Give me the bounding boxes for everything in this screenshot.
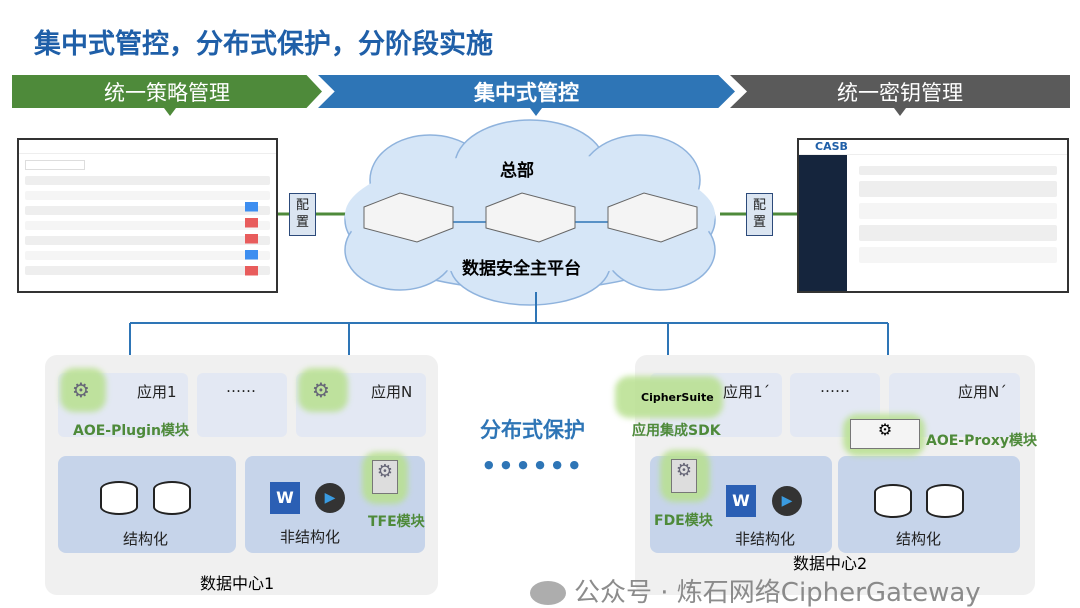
- casb-logo: CASB: [799, 140, 1067, 155]
- proxy-appliance-icon: ⚙: [850, 419, 920, 449]
- database-icon: [100, 481, 138, 515]
- video-icon: ▶: [315, 483, 345, 513]
- fde-label: FDE模块: [654, 513, 713, 529]
- distributed-protection-label: 分布式保护: [480, 418, 585, 442]
- database-icon: [874, 484, 912, 518]
- app-n-prime-label: 应用N´: [958, 383, 1007, 401]
- policy-console-screenshot: [17, 138, 278, 293]
- data-center-1-label: 数据中心1: [200, 574, 275, 593]
- app-n-label: 应用N: [371, 383, 413, 401]
- app-more-label: ……: [820, 378, 850, 396]
- banner-central-control: 集中式管控: [318, 75, 735, 108]
- database-icon: [153, 481, 191, 515]
- server-icon: [485, 192, 576, 243]
- structured-storage: [58, 456, 236, 553]
- config-label-left: 配置: [289, 193, 316, 236]
- database-icon: [926, 484, 964, 518]
- server-icon: [607, 192, 698, 243]
- tfe-label: TFE模块: [368, 514, 425, 530]
- page-title: 集中式管控，分布式保护，分阶段实施: [34, 29, 493, 60]
- plugin-gear-icon: ⚙: [312, 378, 330, 402]
- data-center-2-label: 数据中心2: [793, 554, 868, 573]
- banner-pointer: [164, 108, 176, 116]
- server-icon: [363, 192, 454, 243]
- app-more: [197, 373, 287, 437]
- banner-pointer: [530, 108, 542, 116]
- config-label-right: 配置: [746, 193, 773, 236]
- platform-label: 数据安全主平台: [462, 259, 581, 279]
- aoe-plugin-label: AOE-Plugin模块: [73, 423, 189, 439]
- app-1-prime-label: 应用1´: [723, 383, 771, 401]
- headquarters-label: 总部: [500, 161, 534, 181]
- watermark-text: 公众号 · 炼石网络CipherGateway: [574, 578, 981, 608]
- app-more-label: ……: [226, 378, 256, 396]
- word-document-icon: W: [270, 482, 300, 514]
- unstructured-label: 非结构化: [280, 528, 341, 546]
- word-document-icon: W: [726, 485, 756, 517]
- casb-console-screenshot: CASB: [797, 138, 1069, 293]
- tfe-file-gear-icon: ⚙: [372, 460, 398, 494]
- unstructured-label: 非结构化: [735, 530, 796, 548]
- banner-policy-management: 统一策略管理: [12, 75, 322, 108]
- plugin-gear-icon: ⚙: [72, 378, 90, 402]
- wechat-icon: [530, 581, 566, 605]
- video-icon: ▶: [772, 486, 802, 516]
- banner-pointer: [894, 108, 906, 116]
- banner-key-management: 统一密钥管理: [730, 75, 1070, 108]
- fde-file-gear-icon: ⚙: [671, 459, 697, 493]
- ellipsis-dots: ● ● ● ● ● ●: [484, 458, 582, 471]
- app-1-label: 应用1: [137, 383, 177, 401]
- ciphersuite-label: CipherSuite: [641, 391, 714, 404]
- structured-label: 结构化: [896, 530, 942, 548]
- sdk-label: 应用集成SDK: [632, 423, 721, 439]
- aoe-proxy-label: AOE-Proxy模块: [926, 433, 1038, 449]
- structured-label: 结构化: [123, 530, 169, 548]
